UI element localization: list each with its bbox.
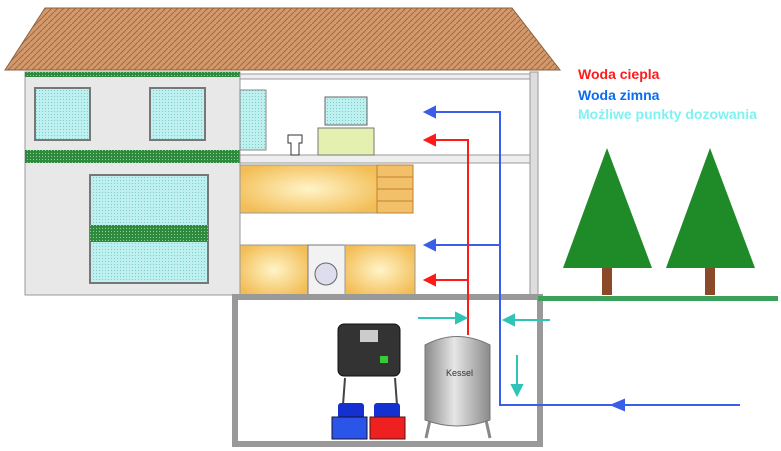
tree (666, 148, 755, 295)
dosing-controller (337, 323, 401, 406)
house-interior (239, 71, 539, 298)
ground (538, 296, 778, 301)
legend-dosing-points: Możliwe punkty dozowania (578, 106, 757, 122)
window (34, 87, 91, 141)
tree (563, 148, 652, 295)
chemical-canister-red (369, 403, 406, 440)
window (149, 87, 206, 141)
chemical-canister-blue (331, 403, 368, 440)
hot-water-pipes (422, 133, 469, 335)
dosing-point-arrows (418, 311, 550, 398)
boiler-tank: Kessel (424, 336, 492, 439)
legend-hot-water: Woda ciepla (578, 66, 660, 82)
cold-water-pipes (422, 105, 740, 412)
tank-label: Kessel (446, 368, 473, 378)
legend-cold-water: Woda zimna (578, 87, 660, 103)
house-left-wing (24, 71, 241, 296)
roof (4, 7, 562, 71)
